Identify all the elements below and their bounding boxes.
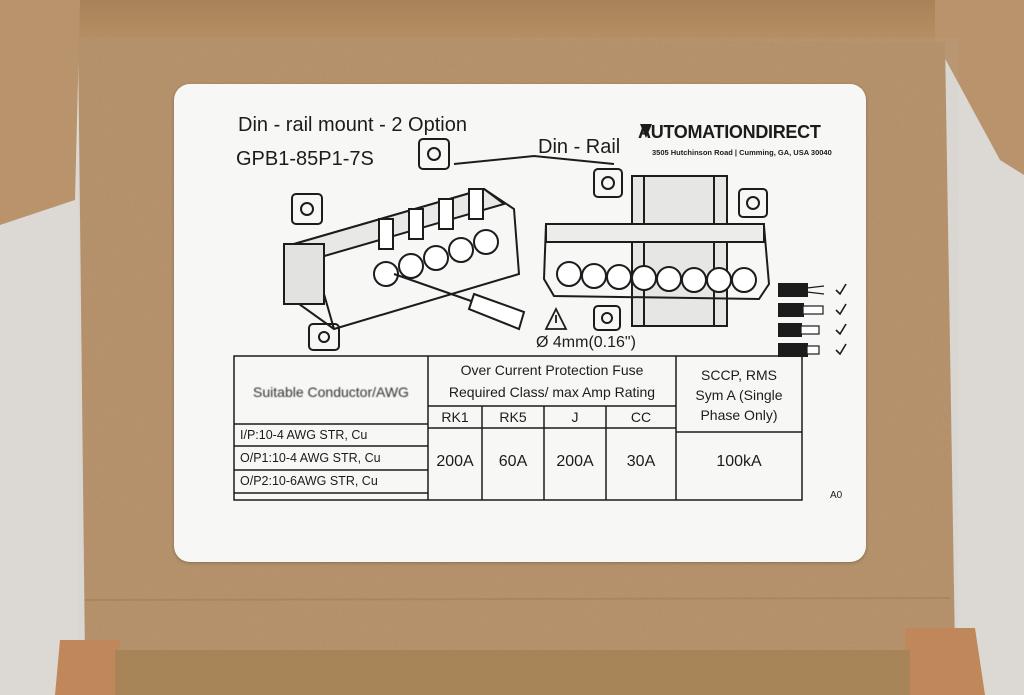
- fuse-rating: 200A: [436, 452, 474, 470]
- fuse-header-line2: Required Class/ max Amp Rating: [448, 383, 656, 400]
- label-title: Din - rail mount - 2 Option: [238, 114, 467, 136]
- conductor-header: Suitable Conductor/AWG: [253, 383, 409, 400]
- sccp-header-line2: Sym A (Single: [695, 386, 783, 403]
- fuse-class: RK5: [499, 408, 527, 425]
- part-number: GPB1-85P1-7S: [236, 148, 374, 170]
- sccp-header-line1: SCCP, RMS: [701, 366, 777, 383]
- fuse-rating: 60A: [498, 452, 528, 470]
- din-rail-callout: Din - Rail: [538, 136, 621, 158]
- conductor-row: I/P:10-4 AWG STR, Cu: [240, 427, 368, 442]
- fuse-rating: 200A: [556, 452, 594, 470]
- brand-address: 3505 Hutchinson Road | Cumming, GA, USA …: [652, 148, 832, 157]
- product-label: Din - rail mount - 2 Option GPB1-85P1-7S…: [174, 84, 866, 562]
- label-code: A0: [830, 490, 843, 501]
- screwdriver-size-note: Ø 4mm(0.16"): [536, 334, 636, 351]
- sccp-value: 100kA: [716, 452, 762, 470]
- conductor-row: O/P1:10-4 AWG STR, Cu: [240, 450, 381, 465]
- din-rail-mount-drawing: [233, 124, 847, 501]
- fuse-rating: 30A: [626, 452, 656, 470]
- fuse-class: J: [571, 408, 579, 425]
- conductor-row: O/P2:10-6AWG STR, Cu: [240, 474, 378, 488]
- fuse-class: RK1: [441, 408, 469, 425]
- sccp-header-line3: Phase Only): [700, 406, 778, 423]
- fuse-class: CC: [630, 408, 652, 425]
- brand-logo: AUTOMATIONDIRECT: [638, 122, 821, 142]
- fuse-header-line1: Over Current Protection Fuse: [460, 361, 644, 378]
